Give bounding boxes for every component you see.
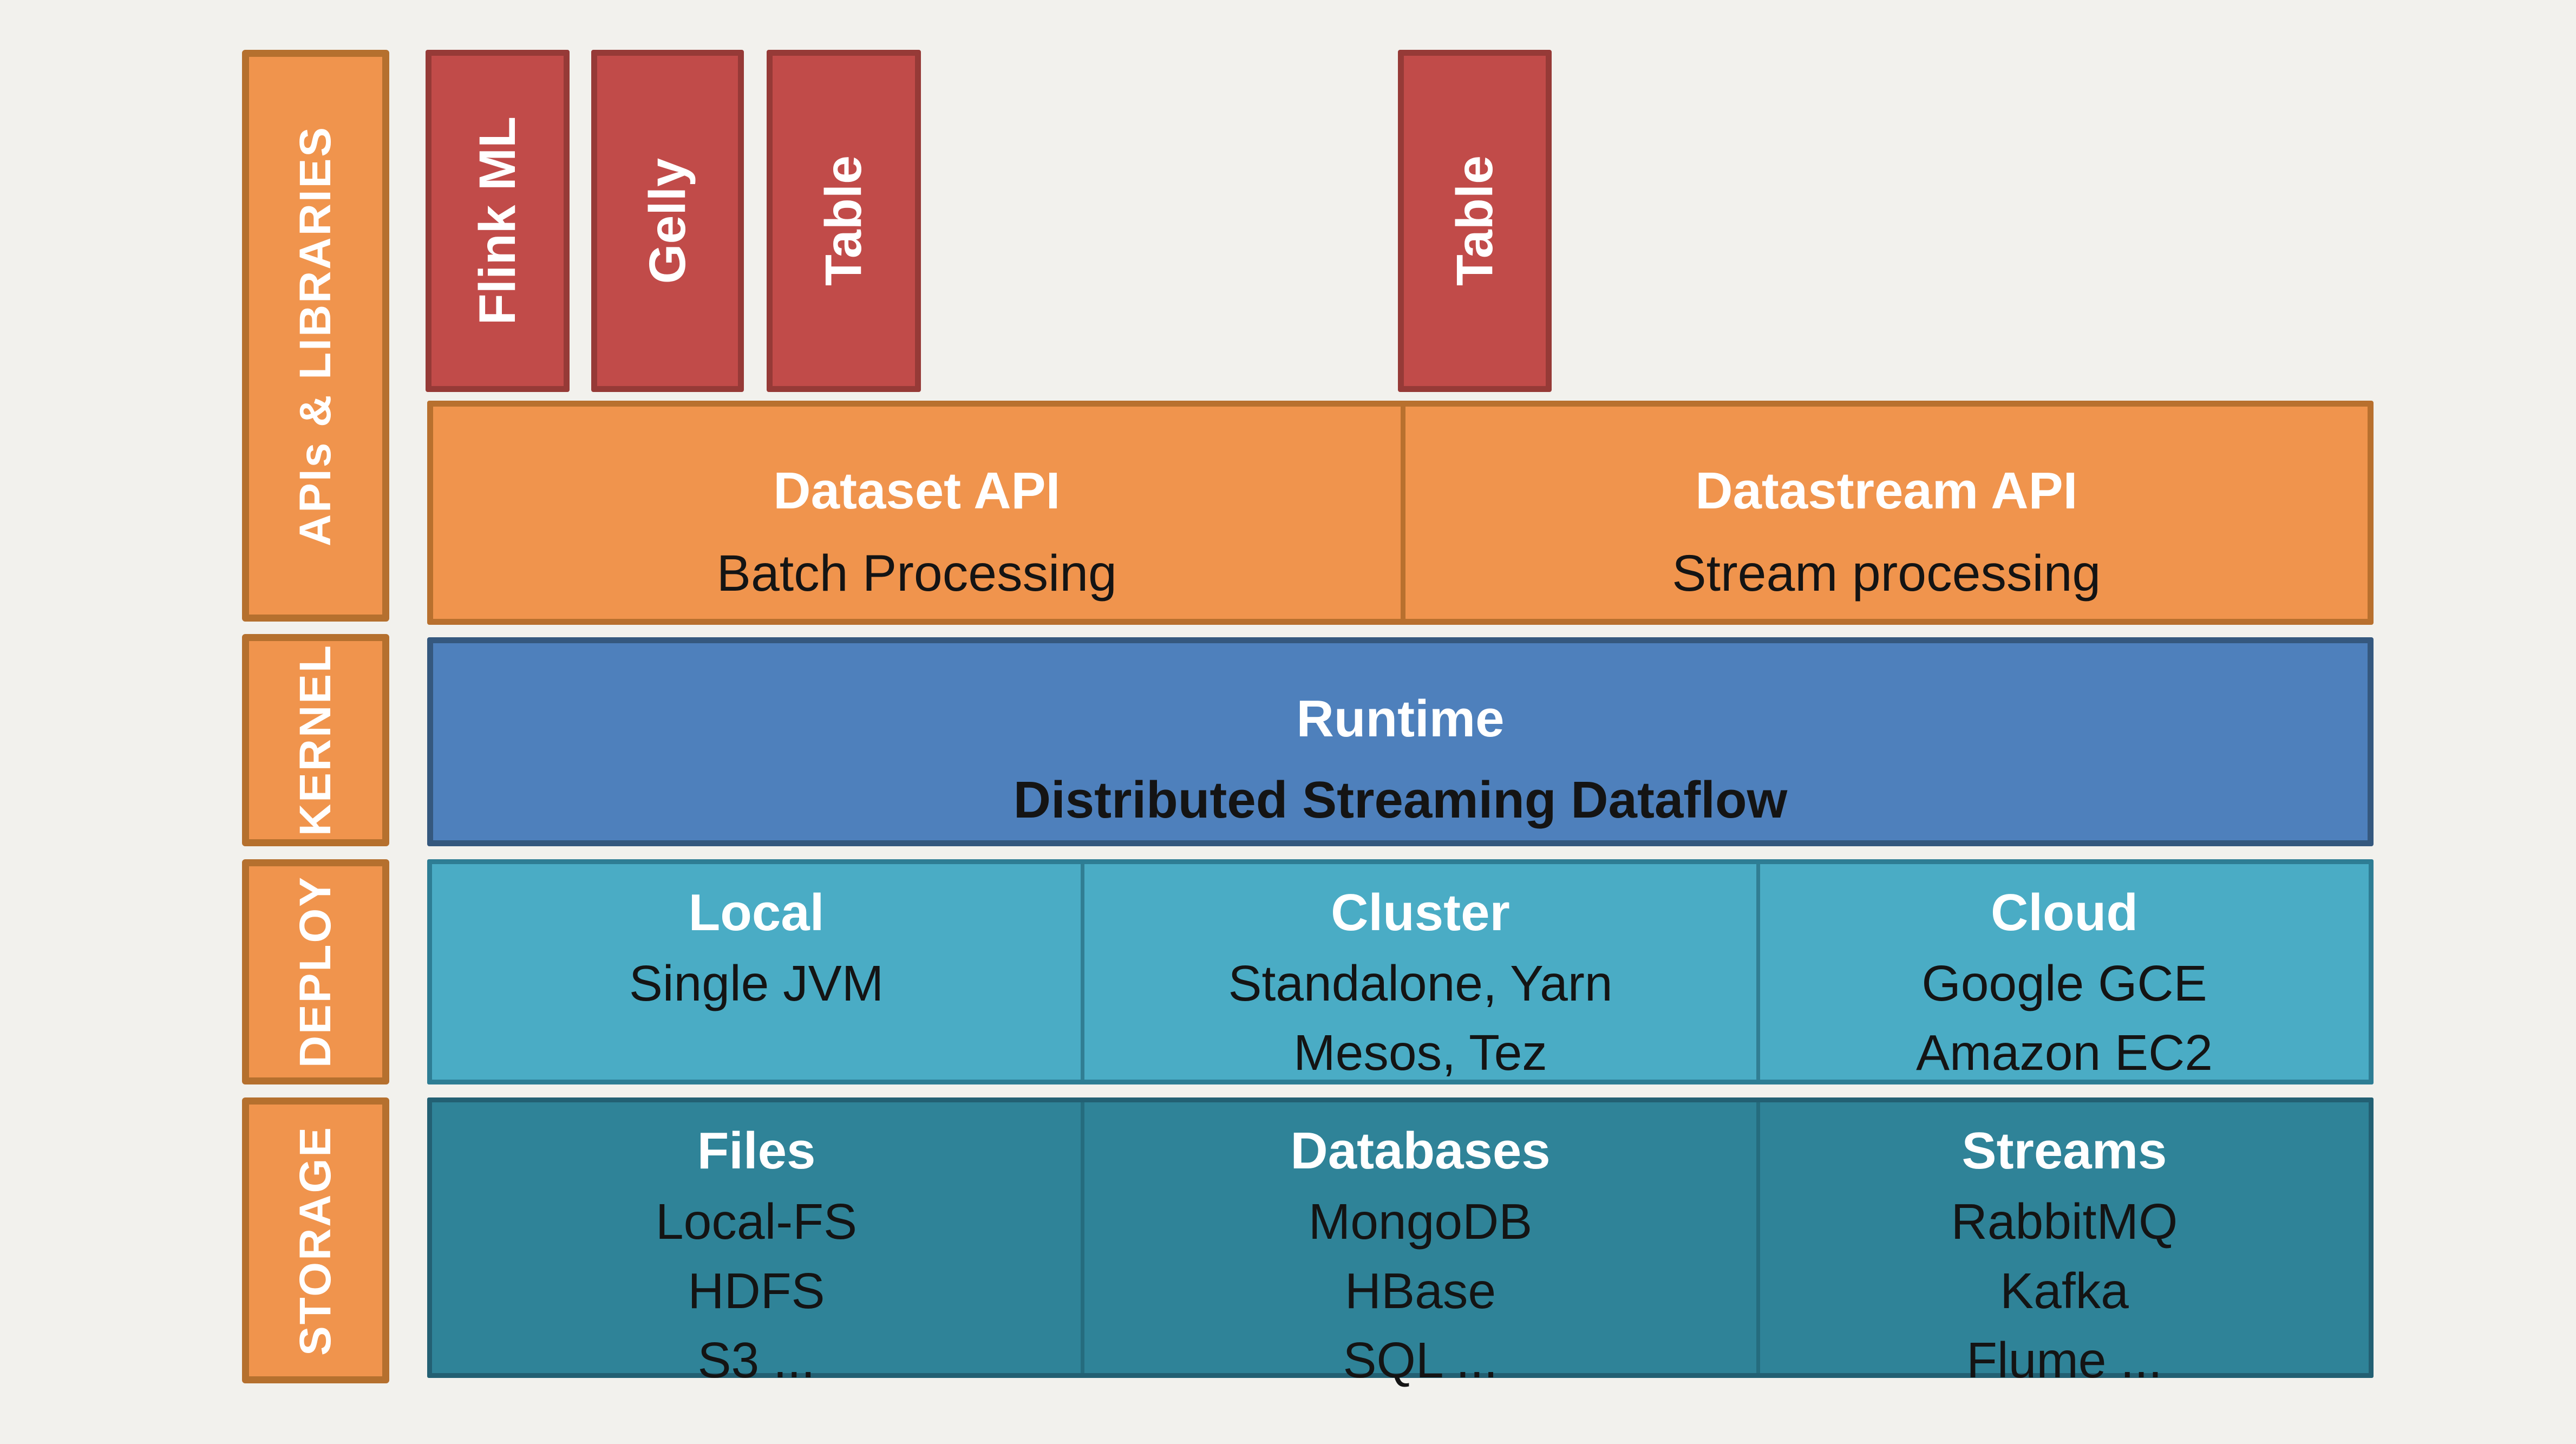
- storage-databases-line: MongoDB: [1308, 1193, 1533, 1250]
- sidebar-label-deploy: DEPLOY: [291, 875, 340, 1068]
- library-label-flink-ml: Flink ML: [468, 116, 526, 325]
- library-box-gelly: Gelly: [591, 50, 744, 392]
- storage-cell-streams: Streams RabbitMQ Kafka Flume ...: [1756, 1102, 2369, 1388]
- dataset-api-subtitle: Batch Processing: [716, 545, 1117, 602]
- library-label-gelly: Gelly: [638, 158, 696, 284]
- storage-streams-line: RabbitMQ: [1951, 1193, 2178, 1250]
- library-label-table-batch: Table: [815, 155, 872, 286]
- storage-files-line: Local-FS: [655, 1193, 858, 1250]
- sidebar-label-apis-libraries: APIs & LIBRARIES: [291, 125, 340, 546]
- sidebar-item-kernel: KERNEL: [242, 634, 389, 846]
- storage-streams-title: Streams: [1962, 1122, 2167, 1180]
- storage-files-title: Files: [697, 1122, 816, 1180]
- deploy-local-title: Local: [688, 884, 825, 942]
- sidebar-item-deploy: DEPLOY: [242, 859, 389, 1084]
- storage-databases-title: Databases: [1290, 1122, 1551, 1180]
- deploy-cloud-line: Amazon EC2: [1916, 1024, 2213, 1081]
- api-cell-datastream: Datastream API Stream processing: [1400, 407, 2368, 619]
- storage-streams-line: Flume ...: [1966, 1332, 2162, 1388]
- sidebar-label-kernel: KERNEL: [291, 644, 340, 837]
- storage-files-line: S3 ...: [697, 1332, 815, 1388]
- storage-databases-line: SQL ...: [1343, 1332, 1498, 1388]
- kernel-row: Runtime Distributed Streaming Dataflow: [427, 637, 2374, 846]
- deploy-cluster-title: Cluster: [1331, 884, 1510, 942]
- deploy-row: Local Single JVM Cluster Standalone, Yar…: [427, 859, 2374, 1084]
- datastream-api-subtitle: Stream processing: [1672, 545, 2101, 602]
- api-row: Dataset API Batch Processing Datastream …: [427, 401, 2374, 625]
- deploy-local-line: Single JVM: [629, 955, 884, 1011]
- deploy-cluster-line: Standalone, Yarn: [1228, 955, 1613, 1011]
- storage-cell-files: Files Local-FS HDFS S3 ...: [432, 1102, 1081, 1388]
- deploy-cell-cloud: Cloud Google GCE Amazon EC2: [1756, 864, 2369, 1081]
- storage-files-line: HDFS: [688, 1263, 825, 1319]
- storage-streams-line: Kafka: [2000, 1263, 2129, 1319]
- storage-cell-databases: Databases MongoDB HBase SQL ...: [1081, 1102, 1756, 1388]
- runtime-subtitle: Distributed Streaming Dataflow: [1013, 771, 1788, 829]
- library-box-table-stream: Table: [1398, 50, 1552, 392]
- dataset-api-title: Dataset API: [773, 462, 1061, 520]
- sidebar-item-apis-libraries: APIs & LIBRARIES: [242, 50, 389, 622]
- storage-row: Files Local-FS HDFS S3 ... Databases Mon…: [427, 1097, 2374, 1388]
- library-box-flink-ml: Flink ML: [426, 50, 570, 392]
- runtime-title: Runtime: [1296, 690, 1505, 748]
- deploy-cell-local: Local Single JVM: [432, 864, 1081, 1080]
- deploy-cell-cluster: Cluster Standalone, Yarn Mesos, Tez: [1081, 864, 1756, 1081]
- datastream-api-title: Datastream API: [1695, 462, 2078, 520]
- storage-databases-line: HBase: [1344, 1263, 1496, 1319]
- sidebar-label-storage: STORAGE: [291, 1125, 340, 1356]
- api-cell-dataset: Dataset API Batch Processing: [433, 407, 1401, 619]
- deploy-cloud-line: Google GCE: [1921, 955, 2207, 1011]
- library-label-table-stream: Table: [1446, 155, 1503, 286]
- sidebar-item-storage: STORAGE: [242, 1097, 389, 1383]
- deploy-cluster-line: Mesos, Tez: [1293, 1024, 1547, 1081]
- deploy-cloud-title: Cloud: [1991, 884, 2138, 942]
- library-box-table-batch: Table: [767, 50, 921, 392]
